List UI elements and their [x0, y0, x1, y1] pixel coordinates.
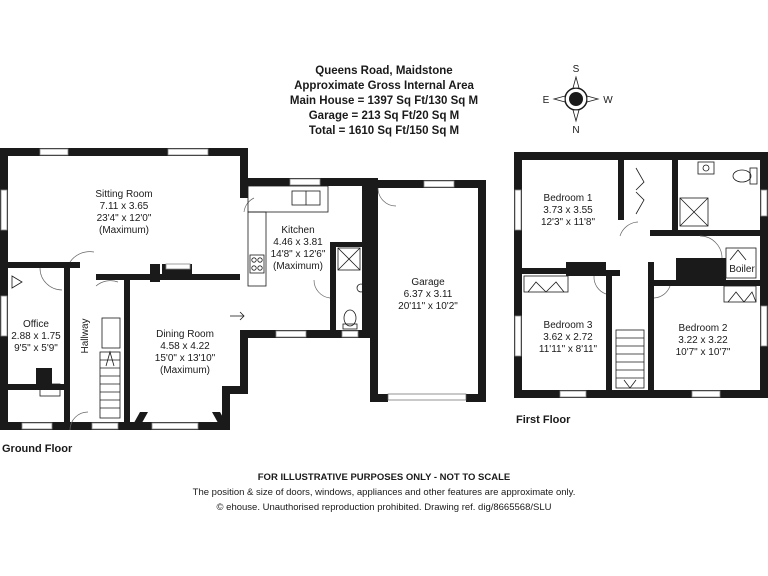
staircase-icon	[99, 350, 121, 419]
office-name: Office	[23, 319, 49, 330]
dining-room-metric: 4.58 x 4.22	[160, 341, 210, 352]
bedroom2-imperial: 10'7" x 10'7"	[676, 347, 731, 358]
first-floor-label: First Floor	[516, 414, 571, 426]
compass-icon: S N E W	[543, 64, 614, 136]
garage-metric: 6.37 x 3.11	[404, 289, 453, 300]
hallway-name: Hallway	[80, 318, 91, 353]
footer: FOR ILLUSTRATIVE PURPOSES ONLY - NOT TO …	[193, 472, 576, 513]
office-imperial: 9'5" x 5'9"	[14, 343, 58, 354]
ground-floor-label: Ground Floor	[2, 443, 73, 455]
bedroom3-imperial: 11'11" x 8'11"	[539, 344, 598, 355]
sitting-room-name: Sitting Room	[95, 189, 152, 200]
first-floor-fixtures	[523, 161, 758, 389]
compass-e: E	[543, 95, 550, 106]
shower-icon	[679, 197, 709, 227]
bedroom1-imperial: 12'3" x 11'8"	[541, 217, 596, 228]
bedroom2-name: Bedroom 2	[679, 323, 728, 334]
bedroom3-name: Bedroom 3	[544, 320, 593, 331]
first-floor-windows	[514, 189, 768, 398]
toilet-icon	[342, 309, 358, 330]
copyright-text: © ehouse. Unauthorised reproduction proh…	[217, 502, 552, 513]
garage-name: Garage	[411, 277, 445, 288]
sitting-room-imperial: 23'4" x 12'0"	[97, 213, 152, 224]
ground-floor-labels: Sitting Room 7.11 x 3.65 23'4" x 12'0" (…	[2, 189, 458, 455]
ground-floor-fixtures	[11, 185, 467, 431]
kitchen-note: (Maximum)	[273, 261, 323, 272]
boiler-label: Boiler	[729, 264, 755, 275]
sink-icon	[697, 161, 715, 175]
hob-icon	[249, 254, 265, 274]
first-floor-labels: Bedroom 1 3.73 x 3.55 12'3" x 11'8" Bedr…	[516, 193, 755, 426]
main-house-area: Main House = 1397 Sq Ft/130 Sq M	[290, 95, 478, 107]
kitchen-metric: 4.46 x 3.81	[273, 237, 323, 248]
shower-icon	[337, 247, 361, 271]
compass-n: N	[572, 125, 579, 136]
disclaimer-text: FOR ILLUSTRATIVE PURPOSES ONLY - NOT TO …	[258, 472, 510, 483]
office-metric: 2.88 x 1.75	[11, 331, 61, 342]
compass-s: S	[573, 64, 580, 75]
garage-area: Garage = 213 Sq Ft/20 Sq M	[309, 110, 460, 122]
address-title: Queens Road, Maidstone	[315, 65, 452, 77]
first-floor-walls	[514, 152, 768, 398]
dining-room-imperial: 15'0" x 13'10"	[155, 353, 216, 364]
staircase-icon	[615, 329, 645, 389]
sitting-room-metric: 7.11 x 3.65	[100, 201, 149, 212]
garage-imperial: 20'11" x 10'2"	[398, 301, 458, 312]
ground-floor-windows	[0, 148, 455, 430]
kitchen-imperial: 14'8" x 12'6"	[271, 249, 326, 260]
bedroom3-metric: 3.62 x 2.72	[543, 332, 593, 343]
approximate-note: The position & size of doors, windows, a…	[193, 487, 576, 498]
area-title: Approximate Gross Internal Area	[294, 80, 474, 92]
dining-room-name: Dining Room	[156, 329, 214, 340]
bedroom1-name: Bedroom 1	[544, 193, 593, 204]
total-area: Total = 1610 Sq Ft/150 Sq M	[309, 125, 459, 137]
kitchen-name: Kitchen	[281, 225, 314, 236]
bedroom2-metric: 3.22 x 3.22	[678, 335, 728, 346]
dining-room-note: (Maximum)	[160, 365, 210, 376]
sitting-room-note: (Maximum)	[99, 225, 149, 236]
toilet-icon	[732, 167, 758, 185]
header: Queens Road, Maidstone Approximate Gross…	[290, 65, 478, 137]
bedroom1-metric: 3.73 x 3.55	[543, 205, 593, 216]
compass-w: W	[603, 95, 613, 106]
